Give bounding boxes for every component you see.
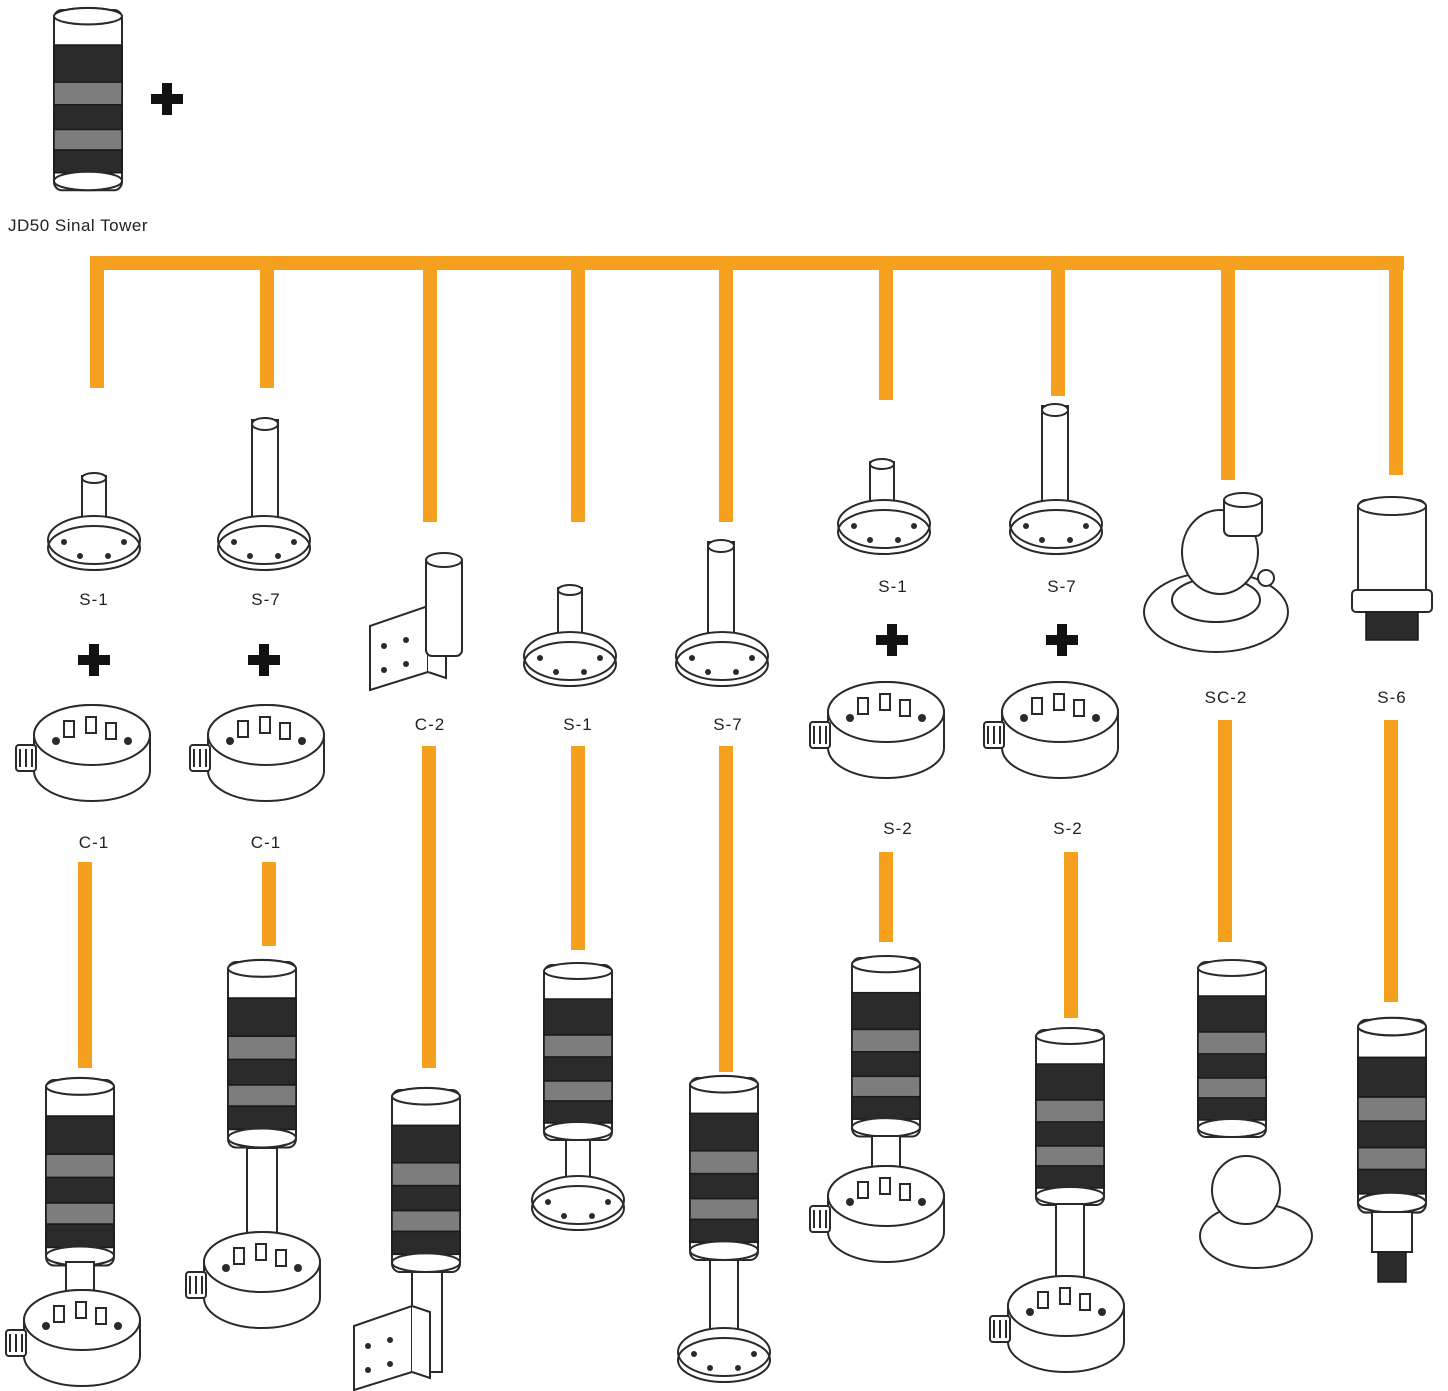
connector-line xyxy=(571,262,585,522)
connector-lines xyxy=(78,256,1404,1072)
assembled-tower-illustration xyxy=(677,1074,771,1383)
plus-icon xyxy=(876,624,908,656)
part-label: SC-2 xyxy=(1205,688,1248,707)
connector-line xyxy=(1389,262,1403,475)
part-label: S-7 xyxy=(251,590,280,609)
plus-icon xyxy=(248,644,280,676)
assembled-tower-illustration xyxy=(1356,1016,1428,1283)
column-7: S-7 S-2 xyxy=(983,403,1125,1373)
part-label: S-7 xyxy=(1047,577,1076,596)
pole-s1-illustration xyxy=(47,472,141,571)
connector-line xyxy=(260,262,274,388)
connector-line xyxy=(1051,262,1065,396)
pole-s7-illustration xyxy=(675,539,769,687)
connector-line xyxy=(571,746,585,950)
assembled-tower-illustration xyxy=(989,1027,1125,1373)
connector-line xyxy=(1384,720,1398,1002)
assembled-tower-illustration xyxy=(185,958,321,1329)
adapter-s6-illustration xyxy=(1351,496,1433,641)
part-label: S-7 xyxy=(713,715,742,734)
connector-line xyxy=(879,262,893,400)
column-2: S-7 C-1 xyxy=(185,417,325,1329)
pole-s1-illustration xyxy=(523,584,617,687)
connector-line xyxy=(78,862,92,1068)
assembled-tower-illustration xyxy=(1197,959,1313,1269)
column-1: S-1 C-1 xyxy=(5,472,151,1387)
connector-line xyxy=(1221,262,1235,480)
assembled-tower-illustration xyxy=(531,962,625,1231)
pole-s7-illustration xyxy=(217,417,311,571)
assembled-tower-illustration xyxy=(809,954,945,1263)
swivel-sc2-illustration xyxy=(1143,492,1289,653)
connector-line xyxy=(90,256,1404,270)
part-label: C-1 xyxy=(79,833,109,852)
connector-line xyxy=(879,852,893,942)
source-label: JD50 Sinal Tower xyxy=(8,216,148,235)
connector-line xyxy=(422,746,436,1068)
connector-line xyxy=(1218,720,1232,942)
column-8: SC-2 xyxy=(1143,492,1313,1269)
connector-line xyxy=(1064,852,1078,1018)
part-label: S-6 xyxy=(1377,688,1406,707)
part-label: C-2 xyxy=(415,715,445,734)
bracket-c2-illustration xyxy=(369,552,463,691)
pole-s1-illustration xyxy=(837,458,931,555)
base-s2-illustration xyxy=(809,681,945,779)
jd50-tower-illustration xyxy=(52,6,124,192)
part-label: S-1 xyxy=(79,590,108,609)
terminal-box-illustration xyxy=(189,704,325,802)
column-3: C-2 xyxy=(353,552,463,1391)
part-label: S-1 xyxy=(878,577,907,596)
part-label: S-2 xyxy=(883,819,912,838)
plus-icon xyxy=(151,83,183,115)
plus-icon xyxy=(78,644,110,676)
part-label: S-2 xyxy=(1053,819,1082,838)
connector-line xyxy=(423,262,437,522)
pole-s7-illustration xyxy=(1009,403,1103,555)
connector-line xyxy=(262,862,276,946)
column-6: S-1 S-2 xyxy=(809,458,945,1263)
column-5: S-7 xyxy=(675,539,771,1383)
plus-icon xyxy=(1046,624,1078,656)
base-s2-illustration xyxy=(983,681,1119,779)
terminal-box-illustration xyxy=(15,704,151,802)
connector-line xyxy=(719,746,733,1072)
column-4: S-1 xyxy=(523,584,625,1231)
connector-line xyxy=(90,262,104,388)
connector-line xyxy=(719,262,733,522)
assembled-tower-illustration xyxy=(353,1086,462,1391)
part-label: S-1 xyxy=(563,715,592,734)
assembled-tower-illustration xyxy=(5,1076,141,1387)
part-label: C-1 xyxy=(251,833,281,852)
column-9: S-6 xyxy=(1351,496,1433,1283)
